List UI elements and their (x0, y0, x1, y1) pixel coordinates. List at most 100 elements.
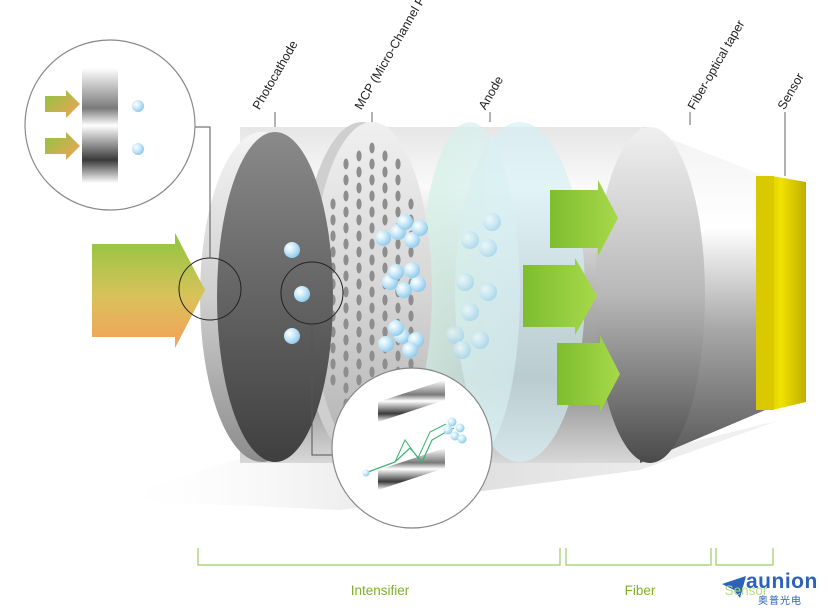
mcp-channel-hole (343, 286, 349, 298)
mcp-electrons (375, 214, 428, 358)
mcp-channel-hole (382, 326, 388, 338)
output-arrow-middle (523, 258, 597, 335)
mcp-channel-hole (408, 358, 414, 370)
mcp-channel-hole (343, 174, 349, 186)
intensifier-bracket (197, 548, 561, 566)
logo-mark (722, 576, 746, 598)
mcp-channel-hole (330, 214, 336, 226)
mcp-channel-hole (369, 238, 375, 250)
mcp-channel-hole (330, 342, 336, 354)
mcp-channel-hole (369, 286, 375, 298)
mcp-channel-hole (369, 190, 375, 202)
magnifier-electron-bottom (132, 143, 144, 155)
mcp-channel-hole (382, 294, 388, 306)
mcp-channel-hole (395, 190, 401, 202)
mcp-channel-magnifier (331, 367, 493, 529)
mcp-channel-hole (356, 278, 362, 290)
mcp-channel-hole (343, 206, 349, 218)
mcp-channel-hole (343, 302, 349, 314)
mcp-channel-hole (382, 262, 388, 274)
mcp-channel-hole (356, 214, 362, 226)
mcp-channel-hole (408, 246, 414, 258)
label-leader-lines (274, 112, 786, 176)
mcp-channel-hole (395, 206, 401, 218)
mcp-channel-hole (369, 350, 375, 362)
mcp-channel-hole (408, 294, 414, 306)
output-arrow-top (550, 180, 618, 256)
mcp-channel-hole (356, 262, 362, 274)
section-brackets (197, 548, 774, 566)
sensor-bracket (715, 548, 774, 566)
mcp-channel-hole (330, 198, 336, 210)
mcp-channel-hole (356, 150, 362, 162)
mcp-channel-hole (395, 302, 401, 314)
mcp-channel-hole (356, 166, 362, 178)
sensor-front (756, 176, 774, 410)
photocathode-film (82, 68, 118, 183)
mcp-channel-hole (356, 230, 362, 242)
output-arrow-bottom (557, 335, 620, 412)
mcp-channel-hole (369, 142, 375, 154)
mcp-channel-hole (343, 270, 349, 282)
mcp-channel-hole (343, 158, 349, 170)
mcp-channel-hole (395, 350, 401, 362)
section-fiber: Fiber (624, 583, 656, 598)
mcp-channel-hole (369, 334, 375, 346)
mcp-channel-hole (330, 358, 336, 370)
mcp-channel-hole (369, 222, 375, 234)
multiplied-electrons (362, 417, 467, 477)
anode-electrons (446, 213, 501, 359)
mcp-channel-hole (382, 182, 388, 194)
mcp-channel-hole (408, 310, 414, 322)
mcp-channel-hole (382, 214, 388, 226)
photocathode-disc (217, 132, 333, 462)
mcp-channel-hole (408, 198, 414, 210)
mcp-channel-hole (369, 254, 375, 266)
photocathode-electrons (284, 242, 310, 344)
mcp-channel-hole (343, 190, 349, 202)
mcp-channel-walls (378, 380, 445, 490)
company-logo: aunion 奥普光电 (716, 570, 826, 608)
mcp-channel-hole (369, 302, 375, 314)
logo-chinese-text: 奥普光电 (758, 596, 802, 607)
magnifier-arrow-bottom (45, 132, 80, 160)
mcp-channel-hole (330, 374, 336, 386)
mcp-channel-hole (382, 150, 388, 162)
mcp-channel-hole (356, 182, 362, 194)
mcp-channel-hole (369, 318, 375, 330)
mcp-channel-hole (330, 246, 336, 258)
mcp-channel-hole (356, 374, 362, 386)
mcp-channel-hole (343, 238, 349, 250)
mcp-channel-hole (330, 230, 336, 242)
mcp-channel-hole (356, 198, 362, 210)
mcp-channel-hole (369, 366, 375, 378)
mcp-channel-hole (395, 174, 401, 186)
mcp-channel-hole (369, 158, 375, 170)
mcp-channel-hole (382, 358, 388, 370)
mcp-channel-hole (356, 294, 362, 306)
mcp-channel-hole (382, 198, 388, 210)
mcp-channel-hole (369, 206, 375, 218)
mcp-channel-hole (369, 174, 375, 186)
mcp-channel-hole (343, 222, 349, 234)
mcp-channel-hole (356, 326, 362, 338)
mcp-channel-hole (356, 342, 362, 354)
mcp-channel-hole (343, 254, 349, 266)
mcp-channel-hole (395, 238, 401, 250)
mcp-channel-hole (395, 158, 401, 170)
mcp-channel-hole (395, 254, 401, 266)
electron-multiplication-path-2 (394, 423, 447, 463)
mcp-channel-hole (382, 166, 388, 178)
mcp-channel-hole (369, 270, 375, 282)
mcp-channel-hole (343, 382, 349, 394)
input-light-arrow (92, 233, 205, 348)
fiber-taper-face (595, 127, 705, 463)
section-intensifier: Intensifier (350, 583, 410, 598)
mcp-channel-hole (356, 358, 362, 370)
mcp-channel-hole (343, 366, 349, 378)
mcp-channel-hole (382, 310, 388, 322)
mcp-channel-hole (356, 310, 362, 322)
fiber-bracket (565, 548, 712, 566)
magnifier-electron-top (132, 100, 144, 112)
